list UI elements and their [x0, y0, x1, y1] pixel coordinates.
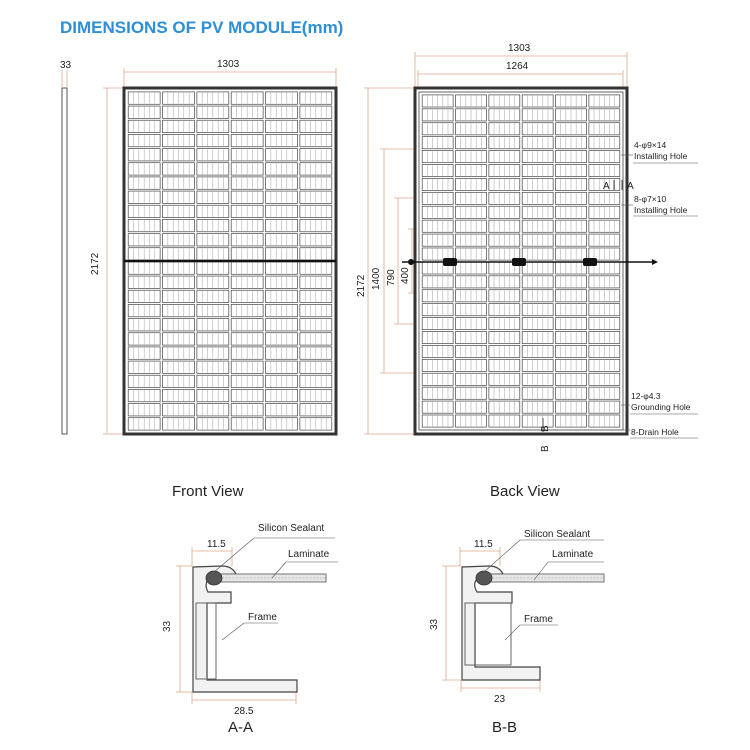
section-a-caption: A-A [228, 719, 253, 736]
dim-790-label: 790 [386, 269, 397, 286]
cable-end-left [408, 259, 414, 265]
section-b-lip-label: 11.5 [474, 539, 493, 550]
front-view-caption: Front View [172, 483, 244, 500]
section-b-b: 11.5 33 23 Silicon Sealant Laminate Fram… [429, 529, 605, 736]
side-thickness-label: 33 [60, 60, 72, 71]
back-view: 1303 1264 2172 1400 790 400 [356, 43, 698, 500]
section-b-mark-2: B [540, 445, 551, 452]
side-view: 33 [60, 60, 72, 435]
section-a-frame-cavity [195, 602, 217, 680]
section-b-caption: B-B [492, 719, 517, 736]
section-b-frame-label: Frame [524, 614, 553, 625]
junction-box-2 [583, 258, 597, 266]
section-a-lip-label: 11.5 [207, 539, 226, 550]
dim-400-label: 400 [400, 267, 411, 284]
section-b-mark: B [540, 425, 551, 432]
back-height-label: 2172 [356, 274, 367, 297]
cable-end-right [652, 259, 658, 265]
section-b-laminate-label: Laminate [552, 549, 594, 560]
back-cell-grid [421, 94, 621, 428]
back-view-caption: Back View [490, 483, 560, 500]
section-a-mark-left: A [603, 181, 610, 192]
front-cell-grid [127, 91, 333, 431]
back-outer-width-label: 1303 [508, 43, 531, 54]
drain-hole-label: 8-Drain Hole [631, 427, 679, 437]
section-a-height-label: 33 [162, 620, 173, 632]
front-height-label: 2172 [90, 252, 101, 275]
junction-box-1 [512, 258, 526, 266]
section-a-sealant-label: Silicon Sealant [258, 523, 324, 534]
section-a-sealant [205, 570, 223, 586]
grounding-hole-label: Grounding Hole [631, 402, 691, 412]
installing-hole-2-spec: 8-φ7×10 [634, 194, 666, 204]
installing-hole-2-label: Installing Hole [634, 205, 688, 215]
section-b-width-label: 23 [494, 694, 506, 705]
back-inner-frame [418, 91, 624, 431]
connector-1 [443, 258, 457, 266]
section-b-height-label: 33 [429, 618, 440, 630]
installing-hole-1-spec: 4-φ9×14 [634, 140, 666, 150]
dim-1400-label: 1400 [371, 267, 382, 290]
side-profile [61, 87, 68, 435]
front-view: 1303 2172 Front View [90, 59, 338, 500]
section-b-sealant [475, 570, 493, 586]
front-width-label: 1303 [217, 59, 240, 70]
section-a-mark-right: A [627, 181, 634, 192]
section-a-frame-profile [192, 565, 298, 693]
section-a-frame-label: Frame [248, 612, 277, 623]
installing-hole-1-label: Installing Hole [634, 151, 688, 161]
section-a-laminate-label: Laminate [288, 549, 330, 560]
page-title: DIMENSIONS OF PV MODULE(mm) [60, 18, 343, 37]
section-b-sealant-label: Silicon Sealant [524, 529, 590, 540]
section-a-a: 11.5 33 28.5 Silicon Sealant Laminate Fr… [162, 523, 338, 736]
section-a-width-label: 28.5 [234, 706, 254, 717]
grounding-hole-spec: 12-φ4.3 [631, 391, 661, 401]
back-inner-width-label: 1264 [506, 61, 529, 72]
